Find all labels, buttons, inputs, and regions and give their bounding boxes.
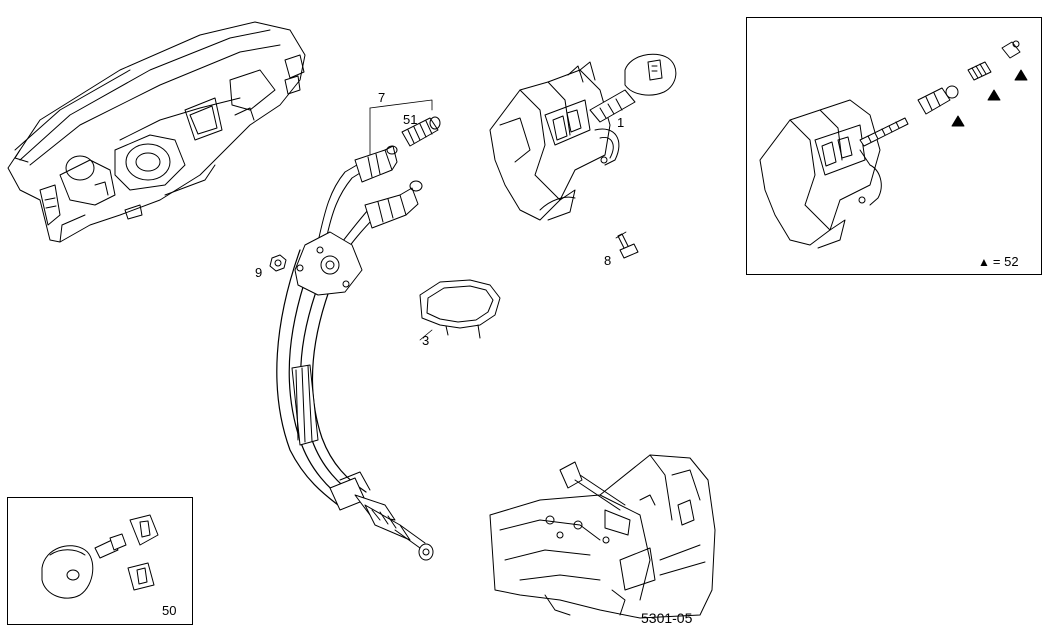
inset-frame-bottom-left	[7, 497, 193, 625]
inset-bottom-left-drawing	[41, 514, 159, 599]
callout-8: 8	[604, 253, 612, 268]
dashboard-illustration	[7, 21, 306, 243]
inset-legend-text: = 52	[992, 254, 1019, 269]
callout-1: 1	[617, 115, 625, 130]
gear-lever-housing	[489, 53, 677, 221]
inset-legend: ▲= 52	[978, 254, 1019, 269]
inset-frame-top-right	[746, 17, 1042, 275]
screw-part-8	[615, 231, 639, 259]
triangle-marker-icon: ▲	[978, 255, 990, 269]
callout-50: 50	[162, 603, 177, 618]
drawing-code: 5301-05	[641, 610, 693, 626]
gearbox-illustration	[489, 454, 716, 619]
nut-part-9	[269, 254, 287, 272]
callout-7: 7	[378, 90, 386, 105]
gear-cable-assembly	[276, 116, 441, 561]
gasket-part-3	[419, 279, 501, 341]
callout-51: 51	[403, 112, 418, 127]
inset-top-right-drawing	[759, 40, 1028, 249]
callout-7-leader	[369, 99, 433, 156]
callout-3: 3	[422, 333, 430, 348]
callout-9: 9	[255, 265, 263, 280]
